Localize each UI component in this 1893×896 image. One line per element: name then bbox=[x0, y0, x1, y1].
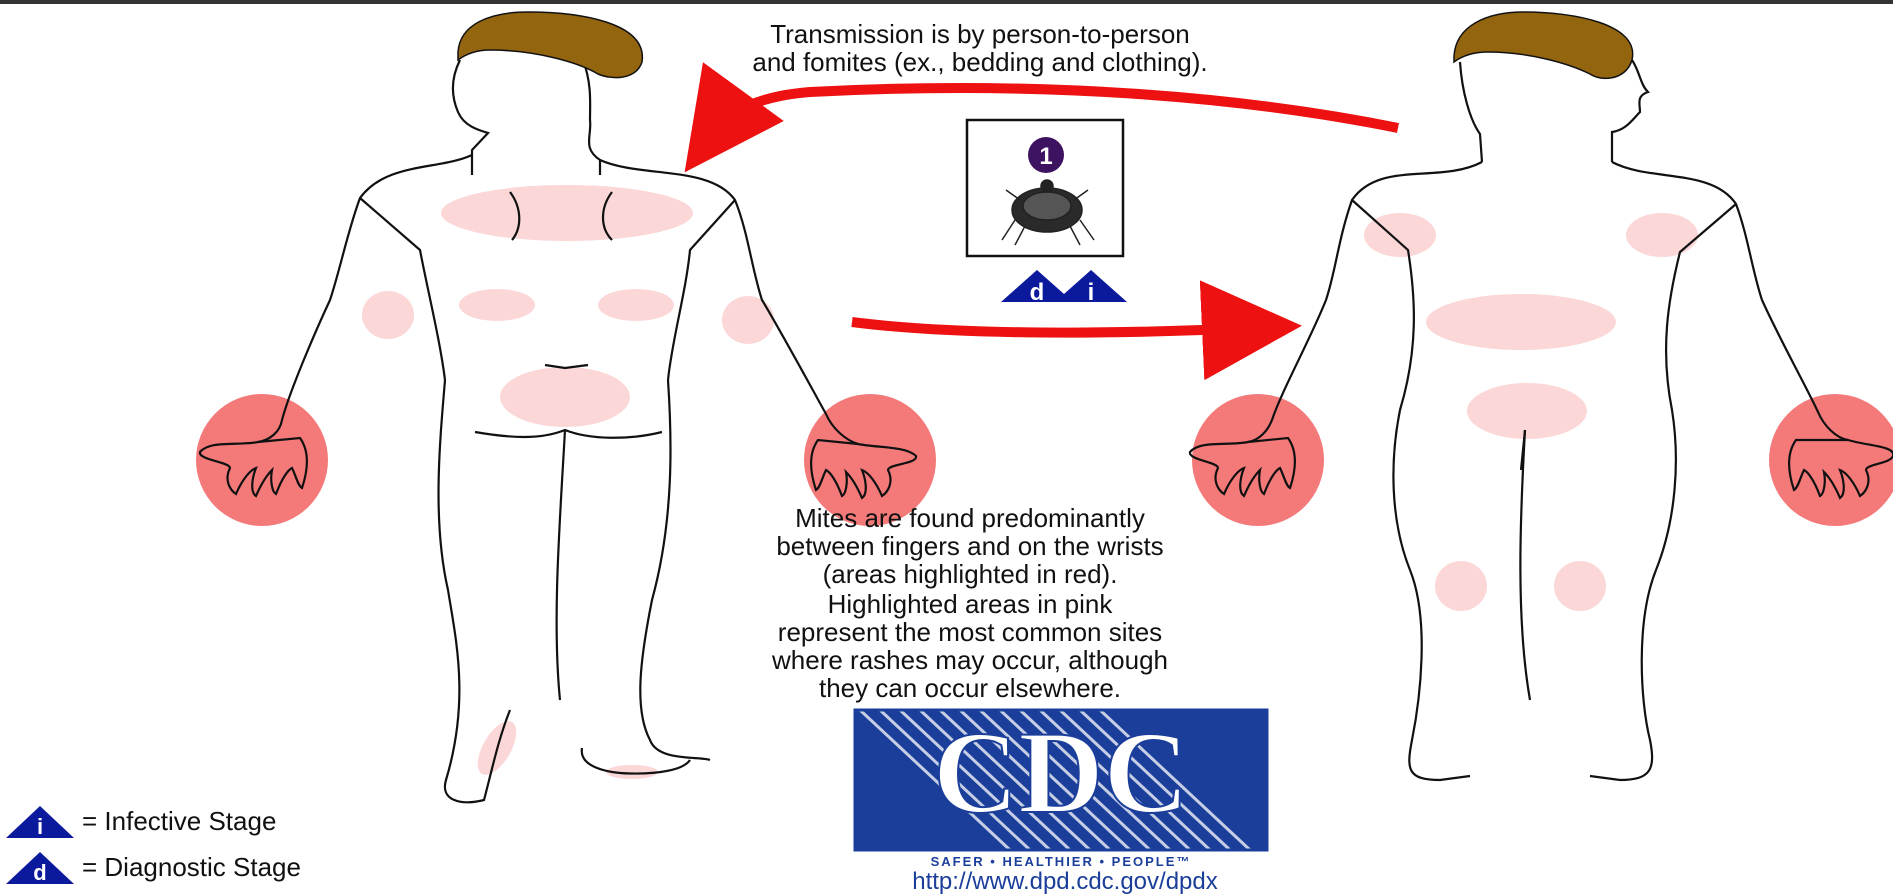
cdc-logo-text: CDC bbox=[933, 707, 1189, 838]
rash-site-buttocks bbox=[500, 367, 630, 427]
mites-line-2: between fingers and on the wrists bbox=[720, 532, 1220, 560]
rash-line-1: Highlighted areas in pink bbox=[720, 590, 1220, 618]
hair-back bbox=[458, 12, 642, 78]
rash-site-shoulder-blades bbox=[441, 185, 693, 241]
rash-site-groin bbox=[1467, 383, 1587, 439]
rash-site-right-knee bbox=[1554, 561, 1606, 611]
body-outline-back-left bbox=[258, 155, 472, 442]
rash-site-left-knee bbox=[1435, 561, 1487, 611]
mite-site-left-hand-back bbox=[196, 394, 328, 526]
legend-diagnostic-label: = Diagnostic Stage bbox=[82, 852, 301, 883]
stage-box: 1 d i bbox=[967, 120, 1127, 306]
rash-site-left-elbow bbox=[362, 291, 414, 339]
cdc-logo: CDC SAFER • HEALTHIER • PEOPLE™ bbox=[855, 707, 1267, 869]
rash-site-waist-right bbox=[598, 289, 674, 321]
mite-site-right-hand-front bbox=[1769, 394, 1893, 526]
rash-caption: Highlighted areas in pink represent the … bbox=[720, 590, 1220, 702]
svg-text:i: i bbox=[1088, 279, 1095, 306]
badge-infective: i bbox=[1055, 270, 1127, 306]
svg-text:i: i bbox=[37, 814, 43, 839]
pink-rash-sites-front bbox=[1364, 213, 1698, 611]
mites-line-1: Mites are found predominantly bbox=[720, 504, 1220, 532]
legend-infective-icon: i bbox=[6, 806, 74, 839]
head-back bbox=[453, 60, 488, 175]
rash-line-3: where rashes may occur, although bbox=[720, 646, 1220, 674]
transmission-arrow-bottom bbox=[852, 322, 1252, 333]
legend-infective-label: = Infective Stage bbox=[82, 806, 276, 837]
svg-text:d: d bbox=[1030, 279, 1045, 306]
rash-site-waist-left bbox=[459, 289, 535, 321]
mites-caption: Mites are found predominantly between fi… bbox=[720, 504, 1220, 588]
hair-front bbox=[1454, 12, 1633, 78]
transmission-caption: Transmission is by person-to-person and … bbox=[640, 20, 1320, 76]
rash-site-right-armpit bbox=[1626, 213, 1698, 257]
transmission-line-2: and fomites (ex., bedding and clothing). bbox=[640, 48, 1320, 76]
transmission-line-1: Transmission is by person-to-person bbox=[640, 20, 1320, 48]
cdc-url-link[interactable]: http://www.dpd.cdc.gov/dpdx bbox=[795, 868, 1335, 896]
legend-infective: = Infective Stage bbox=[82, 806, 276, 837]
legend-diagnostic-icon: d bbox=[6, 852, 74, 885]
rash-site-right-elbow bbox=[722, 296, 774, 344]
rash-line-4: they can occur elsewhere. bbox=[720, 674, 1220, 702]
figure-front-view bbox=[1190, 12, 1893, 780]
stage-number: 1 bbox=[1039, 143, 1052, 170]
mites-line-3: (areas highlighted in red). bbox=[720, 560, 1220, 588]
rash-line-2: represent the most common sites bbox=[720, 618, 1220, 646]
rash-site-abdomen bbox=[1426, 294, 1616, 350]
legend-diagnostic: = Diagnostic Stage bbox=[82, 852, 301, 883]
cdc-tagline: SAFER • HEALTHIER • PEOPLE™ bbox=[931, 854, 1192, 869]
svg-text:d: d bbox=[33, 860, 46, 885]
